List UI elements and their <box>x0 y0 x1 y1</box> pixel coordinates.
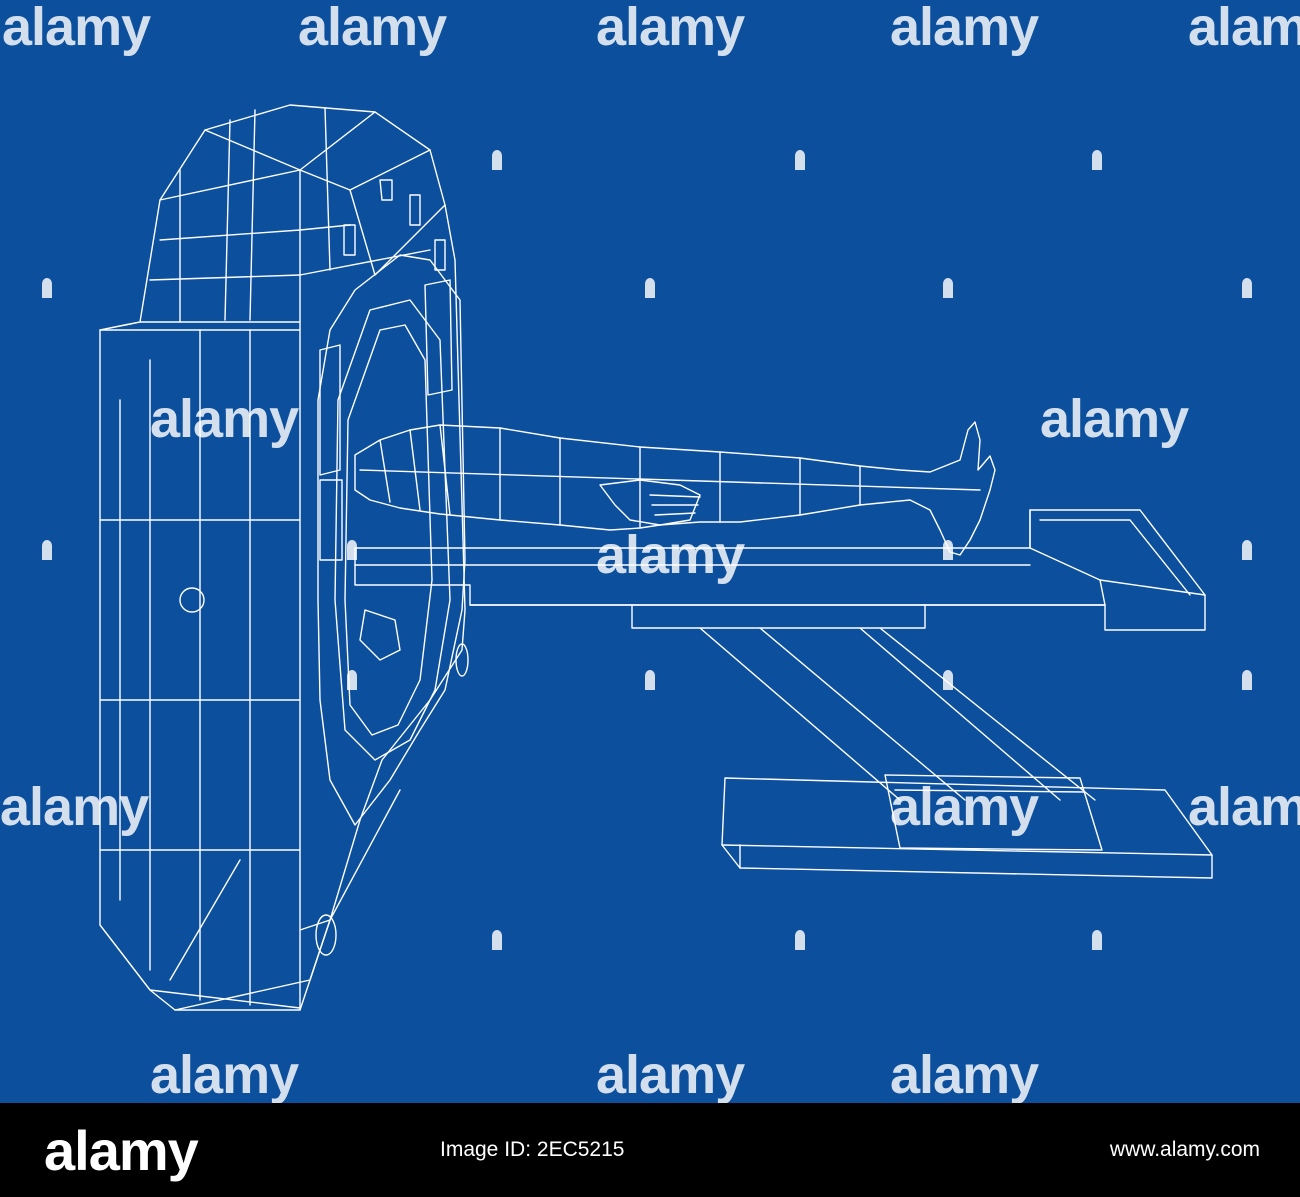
watermark-text: alamy <box>150 1045 299 1103</box>
watermark-pin-icon <box>1242 278 1252 298</box>
bore <box>317 254 466 826</box>
watermark-pin-icon <box>492 150 502 170</box>
watermark-text: alamy <box>890 777 1039 837</box>
watermark-text: alamy <box>890 0 1039 57</box>
patient <box>354 421 996 556</box>
watermark-pin-icon <box>1242 670 1252 690</box>
watermark-pin-icon <box>645 670 655 690</box>
image-id: Image ID: 2EC5215 <box>440 1139 624 1160</box>
watermark-pin-icon <box>645 278 655 298</box>
watermark-text: alamy <box>2 0 151 57</box>
watermark-pin-icon <box>347 540 357 560</box>
watermark-text: alamy <box>1188 777 1300 837</box>
watermark-pin-icon <box>943 540 953 560</box>
alamy-logo[interactable]: alamy <box>44 1119 199 1182</box>
watermark-text: alamy <box>0 777 149 837</box>
table-base <box>721 774 1213 879</box>
footer-meta: Image ID: 2EC5215 www.alamy.com <box>440 1139 1260 1160</box>
watermark-text: alamy <box>150 389 299 449</box>
blueprint-stage: alamy alamy alamy alamy alamy alamy alam… <box>0 0 1300 1103</box>
stock-footer: alamy Image ID: 2EC5215 www.alamy.com <box>0 1103 1300 1197</box>
watermark-pin-icon <box>943 278 953 298</box>
watermark-text: alamy <box>1040 389 1189 449</box>
patient-table <box>354 509 1206 801</box>
watermark-pin-icon <box>1092 930 1102 950</box>
watermark-text: alamy <box>1188 0 1300 57</box>
watermark-pin-icon <box>795 150 805 170</box>
watermark-pin-icon <box>795 930 805 950</box>
watermark-pin-icon <box>943 670 953 690</box>
ct-scanner-illustration <box>99 104 1213 1011</box>
watermark-pin-icon <box>492 930 502 950</box>
image-id-value: 2EC5215 <box>536 1138 625 1161</box>
watermark-text: alamy <box>890 1045 1039 1103</box>
gantry <box>99 104 469 1011</box>
watermark-text: alamy <box>298 0 447 57</box>
watermark-pin-icon <box>1092 150 1102 170</box>
watermark-pin-icon <box>1242 540 1252 560</box>
watermark-pin-icon <box>347 670 357 690</box>
alamy-url[interactable]: www.alamy.com <box>1109 1138 1260 1161</box>
watermark-text: alamy <box>596 525 745 585</box>
image-id-label: Image ID: <box>440 1138 532 1161</box>
watermark-text: alamy <box>596 0 745 57</box>
watermark-pin-icon <box>42 278 52 298</box>
watermark-text: alamy <box>596 1045 745 1103</box>
watermark-pin-icon <box>42 540 52 560</box>
